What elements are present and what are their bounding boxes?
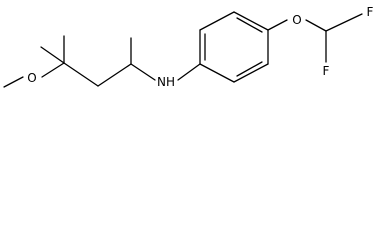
- bond-ch-nh: [130, 63, 156, 81]
- ring-double-bond-b: [236, 17, 263, 33]
- bond-nh-ring: [177, 63, 201, 81]
- aryl-oxygen-label: O: [292, 13, 301, 27]
- bond-methoxy: [3, 76, 24, 88]
- ring-double-bond-c: [236, 61, 263, 77]
- ring-bond-6: [199, 63, 235, 83]
- molecule-structure: O NH O F F: [3, 5, 374, 89]
- bond-ring-o: [267, 19, 288, 31]
- aliphatic-chain: [3, 35, 156, 88]
- bond-o-quaternary: [41, 62, 65, 78]
- benzene-ring: [199, 11, 269, 83]
- bond-ch2-ch: [97, 63, 132, 87]
- bond-quaternary-methyl-a: [40, 46, 65, 64]
- ring-bond-5: [233, 63, 269, 83]
- difluoromethoxy-group: [267, 13, 363, 63]
- fluorine-upper-label: F: [367, 5, 374, 19]
- ring-bond-2: [199, 11, 235, 31]
- ring-bond-3: [233, 11, 269, 31]
- amine-label: NH: [157, 75, 175, 89]
- fluorine-lower-label: F: [323, 64, 330, 78]
- bond-o-chf2: [305, 19, 327, 32]
- ether-oxygen-label: O: [27, 71, 36, 85]
- atom-labels: O NH O F F: [27, 5, 373, 89]
- bond-quaternary-ch2: [63, 62, 99, 87]
- bond-c-f-upper: [325, 13, 363, 32]
